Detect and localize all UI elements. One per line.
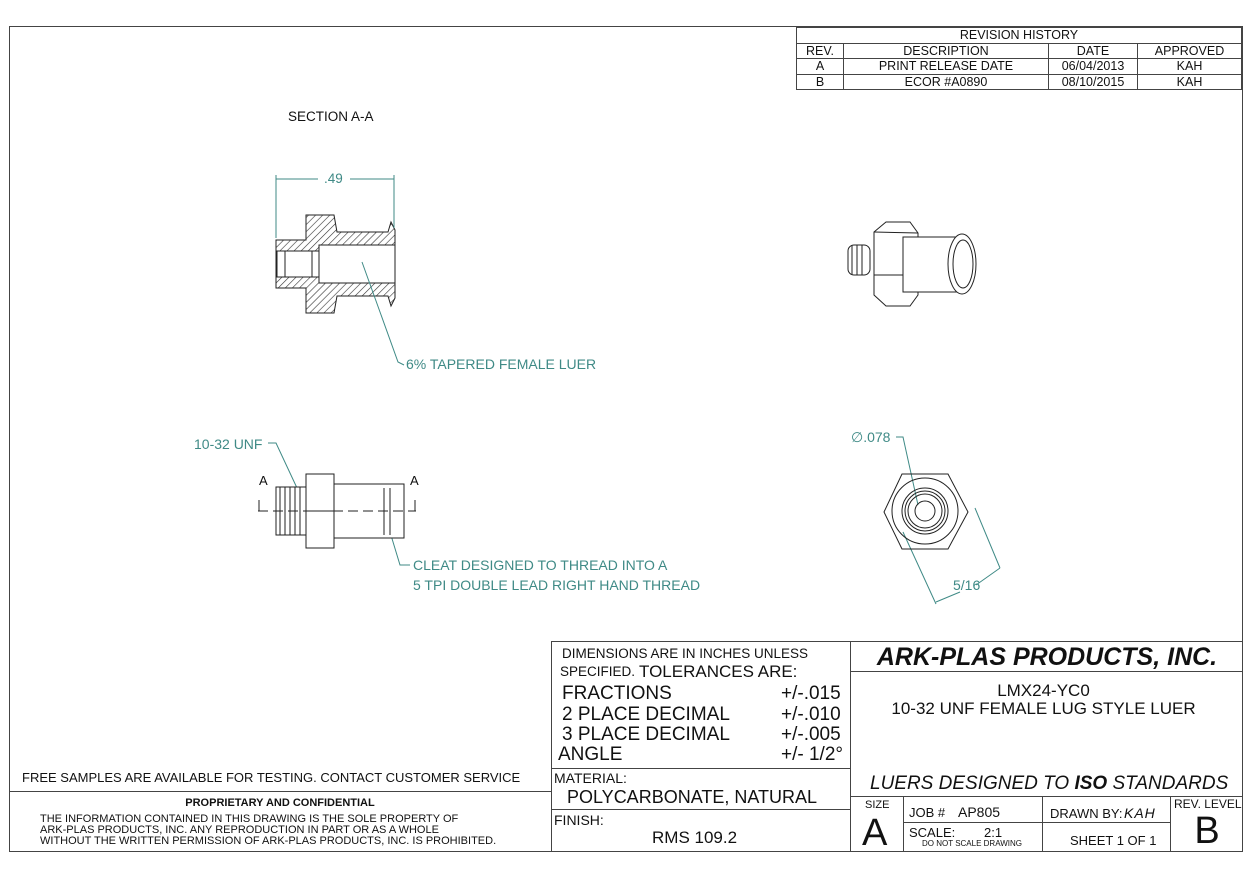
section-marker-left: A <box>259 473 268 488</box>
approved-cell: KAH <box>1137 73 1242 90</box>
job-label: JOB # <box>909 805 946 820</box>
isometric-view <box>847 221 977 307</box>
company-name: ARK-PLAS PRODUCTS, INC. <box>876 643 1218 671</box>
proprietary-line: ARK-PLAS PRODUCTS, INC. ANY REPRODUCTION… <box>40 824 439 836</box>
size-value: A <box>862 812 888 854</box>
tolerance-header-2b: TOLERANCES ARE: <box>639 662 798 681</box>
tolerance-header-2a: SPECIFIED. <box>560 664 636 679</box>
tolerance-label: ANGLE <box>558 744 623 765</box>
description-cell: ECOR #A0890 <box>843 73 1049 90</box>
tolerance-value: +/- 1/2° <box>781 744 843 765</box>
cleat-note-line-1: CLEAT DESIGNED TO THREAD INTO A <box>413 557 668 573</box>
col-header: APPROVED <box>1137 42 1242 59</box>
section-view <box>275 214 396 314</box>
scale-label: SCALE: <box>909 825 956 840</box>
material-value: POLYCARBONATE, NATURAL <box>567 787 818 807</box>
drawn-by-label: DRAWN BY: <box>1050 806 1123 821</box>
cleat-note-line-2: 5 TPI DOUBLE LEAD RIGHT HAND THREAD <box>413 577 701 593</box>
dimension-lines <box>268 175 1001 605</box>
title-block <box>551 641 1243 852</box>
free-samples-note: FREE SAMPLES ARE AVAILABLE FOR TESTING. … <box>22 770 521 785</box>
proprietary-line: THE INFORMATION CONTAINED IN THIS DRAWIN… <box>40 813 459 825</box>
standards-text: STANDARDS <box>1107 773 1229 794</box>
tolerance-value: +/-.005 <box>781 724 841 745</box>
rev-level-value: B <box>1194 810 1220 852</box>
standards-text: LUERS DESIGNED TO <box>870 773 1075 794</box>
thread-note: 10-32 UNF <box>194 436 263 452</box>
job-number: AP805 <box>958 804 1001 820</box>
standards-iso: ISO <box>1074 773 1108 794</box>
size-label: SIZE <box>865 799 890 811</box>
length-dimension: .49 <box>324 171 343 186</box>
scale-value: 2:1 <box>984 825 1003 840</box>
scale-note: DO NOT SCALE DRAWING <box>922 839 1023 848</box>
rev-level-label: REV. LEVEL <box>1174 797 1242 811</box>
tolerance-label: 3 PLACE DECIMAL <box>562 724 730 745</box>
section-label: SECTION A-A <box>288 109 374 124</box>
drawn-by-signature: KAH <box>1124 805 1156 821</box>
diameter-dimension: ∅.078 <box>851 429 891 445</box>
tolerance-label: FRACTIONS <box>562 683 672 704</box>
revision-history-table: REVISION HISTORY REV. DESCRIPTION DATE A… <box>796 27 1242 90</box>
proprietary-title: PROPRIETARY AND CONFIDENTIAL <box>185 797 375 809</box>
tolerance-header-1: DIMENSIONS ARE IN INCHES UNLESS <box>562 646 809 661</box>
side-view <box>258 473 416 549</box>
finish-label: FINISH: <box>554 812 604 828</box>
approved-cell: KAH <box>1137 58 1242 75</box>
part-number: LMX24-YC0 <box>997 681 1090 700</box>
table-row: B ECOR #A0890 08/10/2015 KAH <box>796 73 1242 90</box>
section-marker-right: A <box>410 473 419 488</box>
finish-value: RMS 109.2 <box>652 828 738 847</box>
tolerance-value: +/-.010 <box>781 704 841 725</box>
rev-cell: B <box>796 73 844 90</box>
material-label: MATERIAL: <box>554 770 627 786</box>
sheet-number: SHEET 1 OF 1 <box>1070 833 1157 848</box>
col-header: REV. <box>796 42 844 59</box>
hex-dimension: 5/16 <box>953 577 981 593</box>
tolerance-value: +/-.015 <box>781 683 841 704</box>
proprietary-line: WITHOUT THE WRITTEN PERMISSION OF ARK-PL… <box>40 835 497 847</box>
taper-note: 6% TAPERED FEMALE LUER <box>406 356 597 372</box>
end-view <box>883 473 969 550</box>
tolerance-label: 2 PLACE DECIMAL <box>562 704 730 725</box>
part-description: 10-32 UNF FEMALE LUG STYLE LUER <box>891 699 1196 718</box>
standards-note: LUERS DESIGNED TO ISO STANDARDS <box>870 774 1228 793</box>
